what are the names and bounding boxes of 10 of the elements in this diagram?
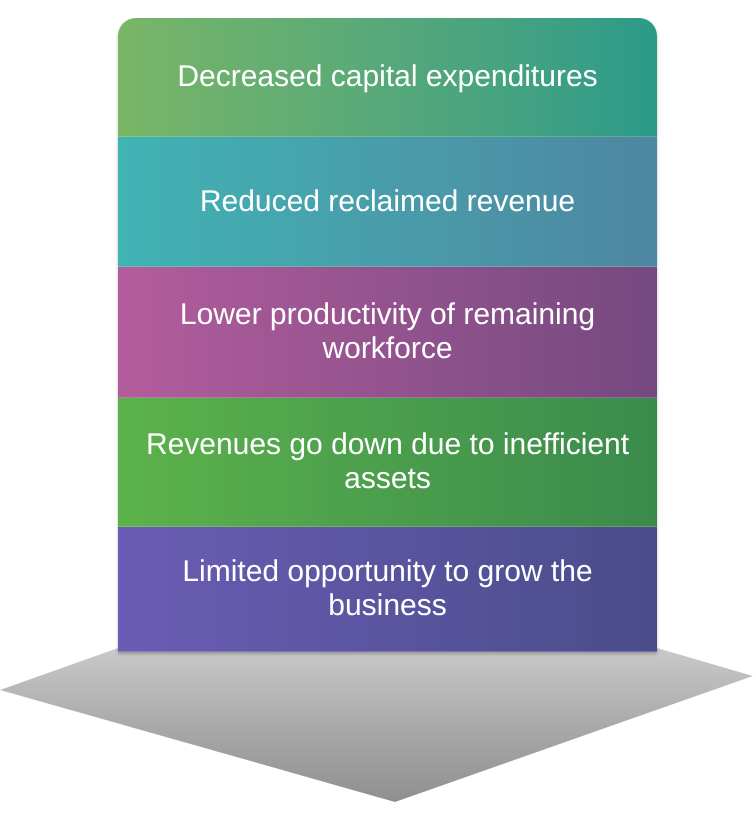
band-label: Decreased capital expenditures xyxy=(176,60,599,94)
band-label: Reduced reclaimed revenue xyxy=(198,184,576,218)
band-label: Limited opportunity to grow the business xyxy=(181,555,594,623)
band-label: Lower productivity of remaining workforce xyxy=(178,298,596,366)
band xyxy=(118,527,657,652)
band xyxy=(118,18,657,137)
band xyxy=(118,267,657,398)
band-label: Revenues go down due to inefficient assets xyxy=(144,428,630,496)
band xyxy=(118,137,657,267)
band xyxy=(118,398,657,527)
